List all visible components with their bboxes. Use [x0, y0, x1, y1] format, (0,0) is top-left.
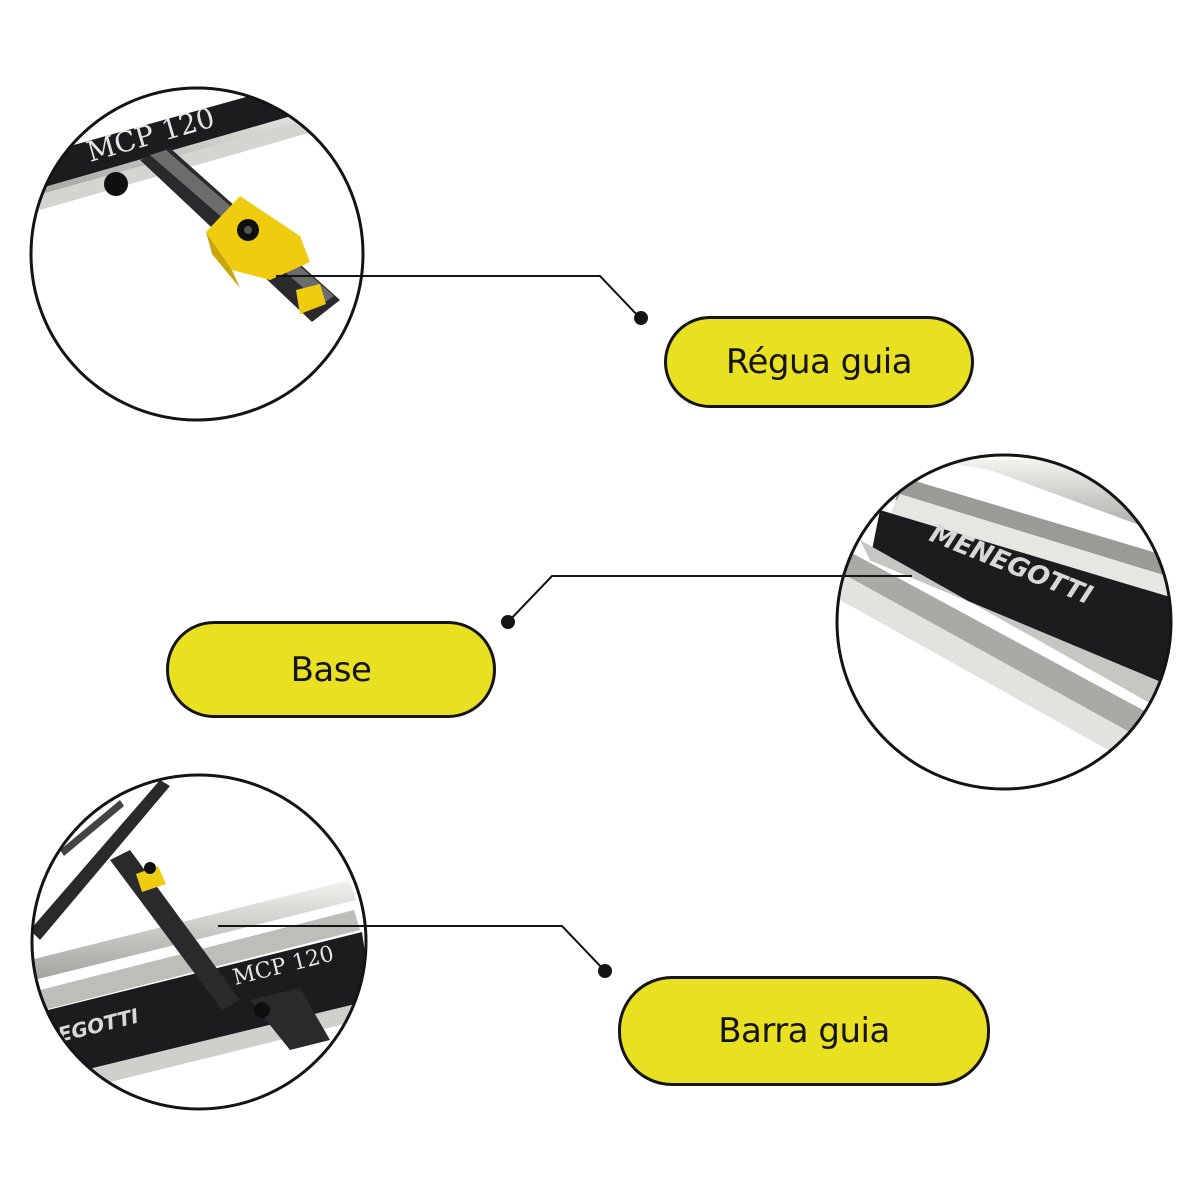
frame-bar-upper [32, 880, 356, 980]
label-barra-guia-text: Barra guia [718, 1011, 890, 1051]
label-barra-guia: Barra guia [618, 976, 990, 1086]
zoom-circle-base: MENEGOTTI [835, 453, 1173, 791]
zoom-circle-regua-guia: MCP 120 [29, 86, 365, 422]
leader-dot-base [501, 615, 515, 629]
leader-line-base [507, 575, 912, 623]
label-base: Base [166, 621, 496, 718]
label-regua-guia: Régua guia [664, 316, 974, 408]
yellow-stop-small [136, 866, 166, 892]
machine-top-band [31, 88, 312, 190]
label-regua-guia-text: Régua guia [725, 342, 913, 382]
yellow-stop [206, 196, 310, 280]
leader-line-barra [218, 925, 605, 971]
leader-line-regua [276, 275, 641, 319]
leader-dot-barra [598, 964, 612, 978]
leader-lines [218, 275, 912, 971]
zoom-circle-barra-guia: MCP 120 EGOTTI [30, 773, 368, 1111]
leader-dot-regua [634, 311, 648, 325]
base-brand-band [870, 510, 1171, 690]
leader-dots [501, 311, 648, 978]
label-base-text: Base [290, 649, 372, 690]
bar-brand-band [40, 932, 366, 1080]
